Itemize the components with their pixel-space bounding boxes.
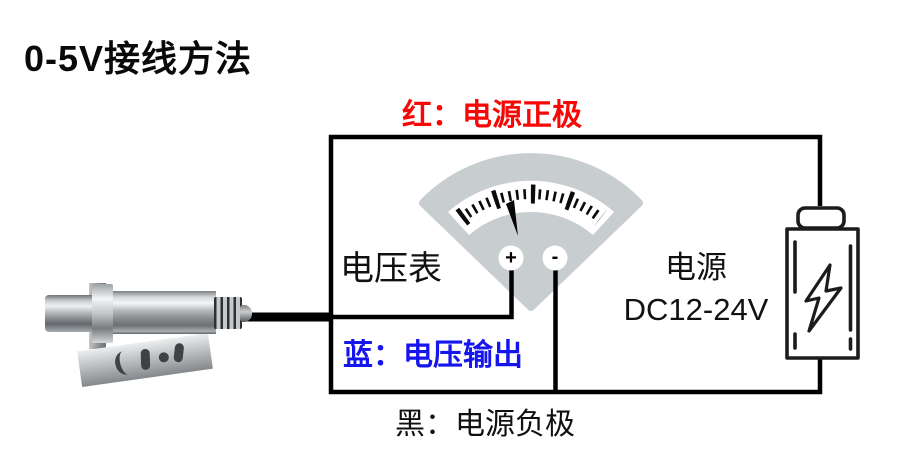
minus-terminal-icon <box>542 245 568 271</box>
bracket-oval-slot <box>140 348 151 371</box>
sensor-lens-barrel <box>45 295 95 332</box>
sensor-connector-rings <box>214 297 242 329</box>
sensor-cable-nub <box>240 305 252 322</box>
black-wire-label: 黑：电源负极 <box>395 408 575 441</box>
sensor-body <box>112 291 216 334</box>
circuit-box <box>328 134 823 395</box>
power-supply-label-line2: DC12-24V <box>623 292 769 327</box>
blue-output-wire <box>331 268 514 320</box>
circuit-outline <box>328 134 823 395</box>
minus-terminal-label: - <box>551 245 559 268</box>
battery-cap <box>796 206 846 230</box>
bracket-round-hole <box>158 351 170 364</box>
power-supply-label: 电源 DC12-24V <box>600 247 792 331</box>
plus-terminal-label: + <box>505 246 517 269</box>
gauge-needle <box>506 200 518 236</box>
wires <box>244 268 558 392</box>
voltmeter-label: 电压表 <box>340 250 442 288</box>
bracket-oval-slot-2 <box>173 342 185 363</box>
plus-terminal-icon <box>498 245 524 271</box>
red-wire-label: 红：电源正极 <box>402 99 582 132</box>
gauge-icon <box>419 153 643 311</box>
lightning-bolt-icon <box>804 263 843 333</box>
power-supply-label-line1: 电源 <box>665 250 727 285</box>
sensor-flange-nut <box>92 284 113 343</box>
bracket-arc-slot <box>112 348 139 377</box>
page-title: 0-5V接线方法 <box>24 38 253 79</box>
meter-terminals <box>498 245 568 271</box>
battery-icon <box>785 206 860 360</box>
blue-wire-label: 蓝：电压输出 <box>343 339 523 372</box>
